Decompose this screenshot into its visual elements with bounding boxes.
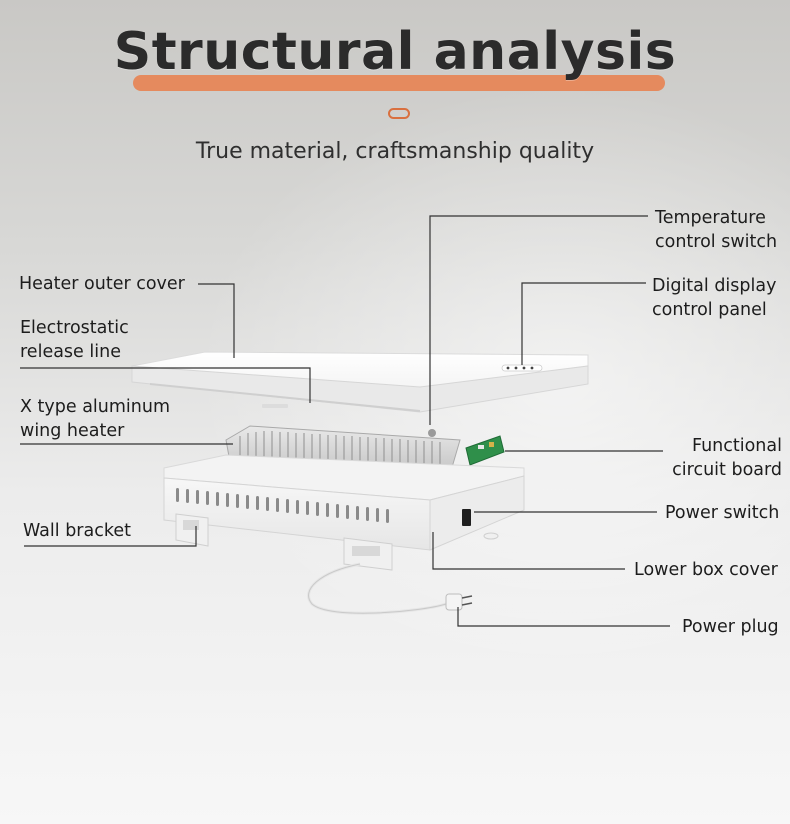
label-x-type-line-2: wing heater (20, 421, 125, 441)
vent-slots (176, 488, 389, 523)
label-power-switch: Power switch (665, 503, 780, 523)
decorative-pill-icon (388, 108, 410, 119)
page-title: Structural analysis (113, 22, 677, 82)
circuit-board-part (465, 435, 505, 466)
power-plug-part (307, 562, 473, 615)
label-electrostatic-line-1: Electrostatic (20, 318, 129, 338)
label-x-type-line-1: X type aluminum (20, 397, 171, 417)
power-switch-rocker (462, 509, 471, 526)
leader-lines (20, 215, 670, 627)
title-underline-bar (133, 75, 665, 91)
label-wall-bracket: Wall bracket (23, 521, 131, 541)
label-heater-outer-cover: Heater outer cover (19, 274, 185, 294)
display-panel-dots (501, 364, 543, 372)
lower-box-cover-part (163, 454, 525, 551)
label-functional-line-2: circuit board (672, 460, 782, 480)
label-temperature-line-1: Temperature (655, 208, 766, 228)
label-functional-line-1: Functional (691, 436, 782, 456)
label-lower-box-cover: Lower box cover (634, 560, 778, 580)
label-digital-line-1: Digital display (652, 276, 777, 296)
heater-outer-cover-part (131, 351, 589, 437)
wall-bracket-part (175, 513, 393, 571)
label-temperature-line-2: control switch (655, 232, 778, 252)
label-power-plug: Power plug (682, 617, 779, 637)
label-electrostatic-line-2: release line (20, 342, 121, 362)
page-subtitle: True material, craftsmanship quality (195, 139, 595, 164)
label-digital-line-2: control panel (652, 300, 767, 320)
